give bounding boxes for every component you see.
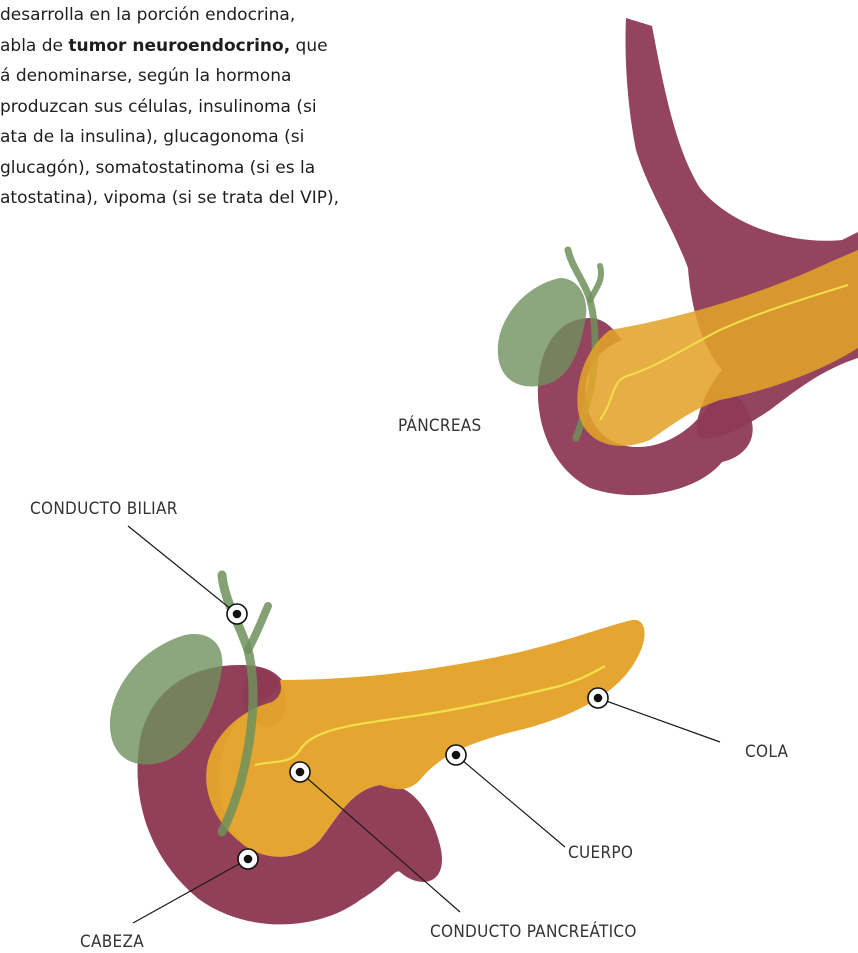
leader-cola (598, 698, 720, 742)
label-conducto-biliar: CONDUCTO BILIAR (30, 499, 178, 519)
label-cola: COLA (745, 742, 789, 762)
leader-cuerpo (456, 755, 565, 847)
label-pancreas: PÁNCREAS (398, 414, 482, 436)
top-illustration (498, 18, 858, 495)
label-cuerpo: CUERPO (568, 843, 633, 863)
marker-cola (588, 688, 608, 708)
leader-conducto-biliar (128, 526, 237, 614)
bottom-illustration (110, 575, 645, 924)
label-conducto-pancreatico: CONDUCTO PANCREÁTICO (430, 920, 637, 942)
bile-duct-branch-large (248, 606, 268, 650)
marker-conducto-pancreatico (290, 762, 310, 782)
marker-conducto-biliar (227, 604, 247, 624)
marker-cabeza (238, 849, 258, 869)
marker-cuerpo (446, 745, 466, 765)
bile-duct-branch (590, 266, 601, 300)
label-cabeza: CABEZA (80, 932, 144, 952)
